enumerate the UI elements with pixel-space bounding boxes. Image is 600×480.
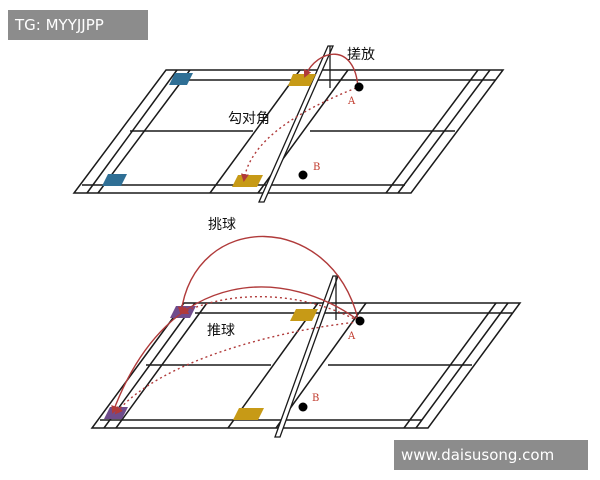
point-label-bottom-b: B: [312, 393, 319, 404]
net-top: [258, 45, 334, 203]
court-bottom-outline: [90, 302, 522, 429]
trajectory-bottom-push-near: [114, 321, 359, 415]
trajectory-bottom-lift-high: [177, 235, 359, 320]
shot-label-drop: 搓放: [347, 47, 375, 63]
zone-bottom-gold-net: [290, 309, 318, 321]
court-top: [72, 69, 505, 194]
net-top-panel: [258, 45, 334, 203]
watermark-top: TG: MYYJJPP: [8, 10, 148, 40]
zone-top-blue-near: [102, 174, 127, 186]
court-top-outline: [72, 69, 505, 194]
court-bottom: [90, 302, 522, 429]
zones-top: [102, 73, 316, 187]
zone-bottom-gold-near: [233, 408, 264, 420]
court-bottom-service-left: [227, 302, 319, 429]
trajectory-bottom-push-far: [180, 296, 359, 322]
net-bottom: [274, 275, 339, 438]
zone-top-blue-far: [169, 73, 193, 85]
court-top-service-left: [209, 69, 301, 194]
players-bottom: [298, 316, 365, 412]
shot-label-push: 推球: [207, 323, 235, 339]
trajectory-top-cross: [240, 87, 357, 182]
labels-bottom: 挑球 推球 A B: [207, 217, 356, 404]
shot-label-cross: 勾对角: [228, 111, 270, 127]
shot-label-lift: 挑球: [208, 217, 236, 233]
labels-top: 搓放 勾对角 A B: [228, 47, 375, 173]
trajectories-bottom: [111, 235, 359, 415]
player-top-a: [354, 82, 364, 92]
player-top-b: [298, 170, 308, 180]
player-bottom-b: [298, 402, 308, 412]
watermark-bottom: www.daisusong.com: [394, 440, 588, 470]
net-bottom-panel: [274, 275, 339, 438]
trajectory-bottom-lift-low: [111, 286, 359, 414]
point-label-top-a: A: [347, 96, 356, 107]
player-bottom-a: [355, 316, 365, 326]
point-label-bottom-a: A: [347, 331, 356, 342]
point-label-top-b: B: [313, 162, 320, 173]
players-top: [298, 82, 364, 180]
trajectory-top-drop: [303, 53, 359, 89]
trajectories-top: [240, 53, 359, 182]
